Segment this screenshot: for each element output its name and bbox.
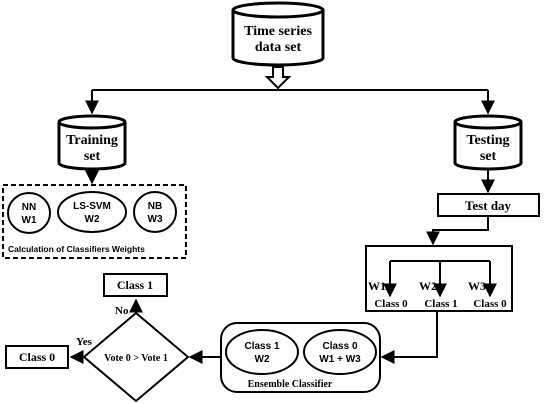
test-day-label: Test day [465, 198, 512, 213]
nb-node: NB W3 [133, 191, 177, 233]
w2-label: W2 [419, 279, 437, 293]
no-label: No [115, 305, 129, 317]
testing-label-1: Testing [466, 133, 509, 148]
weighting-class1: Class 1 [424, 298, 457, 310]
result-class0-label: Class 0 [19, 350, 55, 364]
ensemble-classifier: Class 1 W2 Class 0 W1 + W3 Ensemble Clas… [220, 322, 381, 393]
weighting-class0-a: Class 0 [374, 298, 408, 310]
nb-label: NB [148, 201, 162, 212]
nn-label: NN [22, 202, 36, 213]
ensemble-class0-node: Class 0 W1 + W3 [303, 329, 377, 375]
weighting-class0-b: Class 0 [473, 298, 507, 310]
data-set-label-1: Time series [244, 24, 312, 39]
training-label-2: set [84, 149, 101, 164]
data-set-label-2: data set [255, 40, 302, 55]
yes-label: Yes [76, 336, 93, 348]
testing-label-2: set [480, 149, 497, 164]
ensemble-caption: Ensemble Classifier [248, 379, 333, 390]
weights-caption: Calculation of Classifiers Weights [8, 244, 145, 254]
data-set-cylinder: Time series data set [231, 1, 325, 67]
decision-label: Vote 0 > Vote 1 [104, 353, 168, 364]
result-class1-label: Class 1 [117, 278, 153, 292]
ensemble-class1-weight: W2 [255, 354, 270, 365]
lssvm-node: LS-SVM W2 [57, 191, 127, 233]
ensemble-class0-weight: W1 + W3 [319, 354, 361, 365]
testing-set-cylinder: Testing set [453, 114, 523, 171]
training-set-cylinder: Training set [57, 114, 127, 171]
ensemble-class1-node: Class 1 W2 [225, 329, 299, 375]
test-day-connector [426, 216, 489, 246]
lssvm-weight: W2 [85, 214, 100, 225]
result-class0-box: Class 0 [5, 345, 69, 369]
nn-node: NN W1 [7, 192, 51, 234]
nn-weight: W1 [22, 215, 37, 226]
test-day-box: Test day [437, 193, 540, 217]
w3-label: W3 [468, 279, 486, 293]
split-connector [85, 89, 495, 115]
ensemble-class0-label: Class 0 [322, 341, 357, 352]
weighting-connector [380, 311, 438, 364]
classifier-weights-box: NN W1 LS-SVM W2 NB W3 Calculation of Cla… [2, 184, 187, 259]
ensemble-class1-label: Class 1 [244, 341, 279, 352]
result-class1-box: Class 1 [103, 273, 168, 297]
hollow-down-arrow [264, 66, 292, 90]
nb-weight: W3 [148, 214, 163, 225]
weighting-box: W1 W2 W3 Class 0 Class 1 Class 0 [365, 245, 513, 312]
w1-label: W1 [368, 279, 386, 293]
training-label-1: Training [66, 133, 118, 148]
lssvm-label: LS-SVM [73, 201, 111, 212]
vote-decision: Vote 0 > Vote 1 [82, 311, 190, 403]
